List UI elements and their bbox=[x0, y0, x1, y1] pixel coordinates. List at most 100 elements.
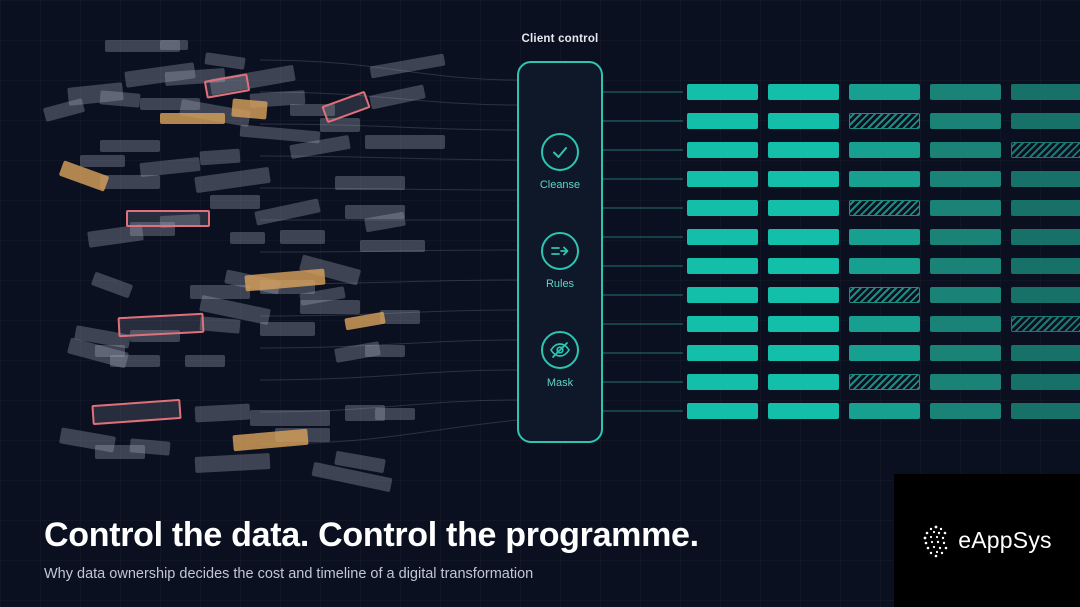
output-cell bbox=[930, 403, 1001, 419]
output-cell-masked bbox=[849, 200, 920, 216]
data-chip bbox=[250, 410, 330, 426]
logo-text: eAppSys bbox=[958, 527, 1052, 553]
data-chip-flagged bbox=[91, 398, 182, 426]
output-cell bbox=[849, 142, 920, 158]
flow-line bbox=[259, 309, 518, 317]
data-chip bbox=[199, 148, 241, 166]
output-cell-masked bbox=[849, 374, 920, 390]
output-cell bbox=[849, 84, 920, 100]
subheadline: Why data ownership decides the cost and … bbox=[44, 566, 534, 582]
output-cell bbox=[1011, 345, 1080, 361]
logo-mark-icon bbox=[923, 525, 948, 557]
output-cell bbox=[1011, 287, 1080, 303]
output-cell bbox=[1011, 374, 1080, 390]
output-cell bbox=[687, 374, 758, 390]
data-chip bbox=[90, 271, 134, 299]
output-cell bbox=[768, 403, 839, 419]
unstructured-data-cluster bbox=[0, 0, 520, 500]
output-cell bbox=[687, 258, 758, 274]
data-chip bbox=[230, 232, 265, 244]
data-chip bbox=[380, 310, 420, 324]
data-chip bbox=[345, 205, 405, 219]
flow-line bbox=[259, 399, 518, 413]
output-cell bbox=[687, 403, 758, 419]
structured-output-grid bbox=[687, 84, 1080, 424]
output-cell bbox=[768, 287, 839, 303]
data-chip bbox=[365, 345, 405, 357]
output-cell bbox=[687, 142, 758, 158]
output-cell bbox=[687, 113, 758, 129]
eye-slash-icon bbox=[541, 331, 579, 369]
output-cell bbox=[687, 345, 758, 361]
output-cell bbox=[1011, 200, 1080, 216]
output-cell bbox=[768, 345, 839, 361]
flow-line bbox=[259, 187, 518, 191]
output-cell bbox=[687, 316, 758, 332]
output-cell-masked bbox=[849, 287, 920, 303]
output-cell bbox=[1011, 258, 1080, 274]
data-chip bbox=[360, 240, 425, 252]
flow-line bbox=[259, 91, 518, 106]
control-label: Cleanse bbox=[539, 179, 581, 191]
data-chip bbox=[280, 230, 325, 244]
data-chip bbox=[110, 355, 160, 367]
data-chip bbox=[204, 52, 246, 70]
output-cell bbox=[768, 374, 839, 390]
flow-line bbox=[259, 123, 518, 131]
output-cell bbox=[849, 229, 920, 245]
data-chip bbox=[130, 330, 180, 342]
output-cell bbox=[768, 200, 839, 216]
data-chip bbox=[95, 345, 125, 357]
data-chip bbox=[210, 195, 260, 209]
output-cell bbox=[1011, 229, 1080, 245]
data-chip bbox=[369, 53, 446, 79]
output-cell bbox=[849, 316, 920, 332]
output-cell-masked bbox=[1011, 142, 1080, 158]
data-chip bbox=[95, 445, 145, 459]
data-chip bbox=[254, 198, 321, 226]
data-chip bbox=[194, 166, 271, 194]
data-chip bbox=[140, 98, 200, 110]
output-cell-masked bbox=[849, 113, 920, 129]
output-cell bbox=[930, 374, 1001, 390]
output-cell bbox=[768, 258, 839, 274]
output-cell bbox=[687, 229, 758, 245]
data-chip bbox=[194, 403, 251, 423]
output-cell bbox=[930, 200, 1001, 216]
data-chip bbox=[260, 322, 315, 336]
output-cell bbox=[768, 142, 839, 158]
output-cell bbox=[1011, 113, 1080, 129]
control-label: Mask bbox=[546, 377, 574, 389]
data-chip bbox=[239, 124, 321, 144]
output-cell bbox=[768, 229, 839, 245]
flow-line bbox=[259, 339, 518, 349]
output-cell bbox=[930, 258, 1001, 274]
data-chip bbox=[80, 155, 125, 167]
data-chip bbox=[300, 300, 360, 314]
data-chip bbox=[199, 316, 241, 334]
output-cell bbox=[930, 229, 1001, 245]
flow-line bbox=[259, 59, 518, 81]
control-label: Rules bbox=[545, 278, 575, 290]
control-mask: Mask bbox=[519, 331, 601, 389]
output-cell bbox=[687, 200, 758, 216]
output-cell bbox=[849, 171, 920, 187]
data-chip-flagged bbox=[126, 210, 210, 227]
data-chip-highlighted bbox=[160, 113, 225, 124]
data-chip-flagged bbox=[117, 312, 205, 338]
control-cleanse: Cleanse bbox=[519, 133, 601, 191]
output-cell bbox=[687, 287, 758, 303]
data-chip bbox=[185, 355, 225, 367]
data-chip bbox=[190, 285, 250, 299]
data-chip bbox=[335, 176, 405, 190]
output-cell bbox=[768, 113, 839, 129]
logo: eAppSys bbox=[894, 474, 1080, 607]
data-chip bbox=[365, 135, 445, 149]
output-cell bbox=[768, 84, 839, 100]
output-cell bbox=[930, 84, 1001, 100]
data-chip bbox=[375, 408, 415, 420]
data-chip bbox=[100, 175, 160, 189]
output-cell bbox=[930, 113, 1001, 129]
flow-line bbox=[259, 249, 518, 253]
data-chip bbox=[42, 98, 86, 122]
